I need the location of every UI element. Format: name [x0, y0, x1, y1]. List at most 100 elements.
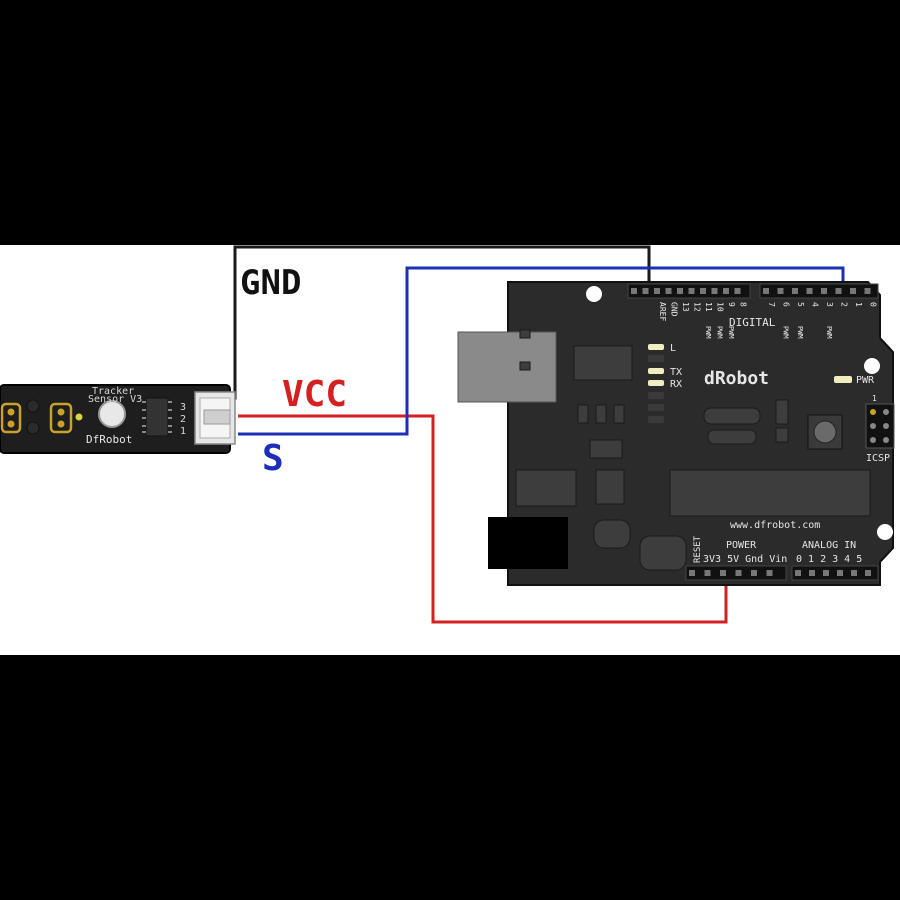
reset-label: RESET: [693, 535, 703, 563]
icsp-header: [865, 403, 895, 449]
led-l: [648, 344, 664, 350]
board-leds: L TX RX PWR: [648, 343, 875, 390]
header-pin: [734, 288, 741, 294]
header-pin: [823, 570, 829, 576]
top-header-pins: [631, 288, 871, 294]
led-pwr-label: PWR: [856, 375, 875, 386]
header-pin: [837, 570, 843, 576]
header-pin: [688, 288, 695, 294]
header-pin: [795, 570, 801, 576]
sensor-chip: [142, 397, 172, 437]
header-pin: [809, 570, 815, 576]
led-rx-label: RX: [670, 379, 682, 390]
vcc-label: VCC: [282, 374, 347, 415]
pin-label: 9: [727, 302, 736, 307]
header-pin: [777, 288, 784, 294]
pin-label: 7: [767, 302, 776, 307]
bottom-header-pins: [689, 570, 871, 576]
board-brand: dRobot: [704, 368, 769, 389]
header-pin: [723, 288, 729, 294]
led-rx: [648, 380, 664, 386]
indicator-led: [75, 413, 83, 421]
power-label: POWER: [726, 540, 757, 551]
pin-label: 6: [782, 302, 791, 307]
header-pin: [720, 570, 726, 576]
dc-jack: [488, 517, 568, 569]
reset-button[interactable]: [807, 414, 843, 450]
header-pin: [751, 570, 757, 576]
header-pin: [704, 570, 711, 576]
sensor-pad-right: [49, 402, 73, 434]
board-components: [515, 329, 871, 571]
header-pin: [700, 288, 706, 294]
header-pin: [711, 288, 718, 294]
led-tx-label: TX: [670, 367, 682, 378]
header-pin: [766, 570, 773, 576]
pin-label: GND: [670, 302, 679, 317]
header-pin: [654, 288, 660, 294]
analog-label: ANALOG IN: [802, 540, 856, 551]
header-pin: [689, 570, 695, 576]
led-tx: [648, 368, 664, 374]
led-pwr: [834, 376, 852, 383]
pwm-label: PWM: [782, 326, 790, 339]
pin-label: 4: [811, 302, 820, 307]
pwm-label: PWM: [825, 326, 833, 339]
header-pin: [642, 288, 649, 294]
header-pin: [835, 288, 842, 294]
pwm-label: PWM: [716, 326, 724, 339]
header-pin: [631, 288, 637, 294]
header-pin: [864, 288, 871, 294]
pin-label: 11: [704, 302, 713, 312]
power-pins: 3V3 5V Gnd Vin: [703, 554, 787, 565]
header-pin: [865, 570, 871, 576]
pin-label: AREF: [658, 302, 667, 321]
pin-label: 8: [739, 302, 748, 307]
tracker-sensor: Tracker Sensor V3 DfRobot 3 2 1: [0, 384, 236, 454]
icsp-pin1-label: 1: [872, 394, 877, 403]
mount-hole: [586, 286, 602, 302]
sensor-pin-1: 1: [180, 426, 186, 437]
mount-hole: [877, 524, 893, 540]
pwm-label: PWM: [727, 326, 735, 339]
board-website: www.dfrobot.com: [730, 520, 820, 531]
usb-port: [457, 331, 557, 403]
vcc-wire: [238, 414, 728, 624]
digital-label: DIGITAL: [729, 316, 776, 329]
atmega-chip: [669, 469, 871, 517]
header-pin: [665, 288, 672, 294]
sensor-title-1: Tracker: [92, 386, 134, 397]
pin-label: 13: [681, 302, 690, 312]
mount-hole: [864, 358, 880, 374]
header-pin: [792, 288, 798, 294]
pwm-label: PWM: [796, 326, 804, 339]
sensor-title-2: Sensor V3: [88, 394, 142, 405]
sensor-connector: [194, 391, 236, 445]
pwm-label: PWM: [704, 326, 712, 339]
gnd-label: GND: [240, 263, 301, 303]
pin-label: 0: [869, 302, 878, 307]
pin-label: 2: [840, 302, 849, 307]
header-pin: [821, 288, 827, 294]
analog-header: [791, 565, 879, 581]
digital-header-right: [759, 283, 879, 299]
sensor-pad-left: [0, 402, 22, 434]
header-pin: [677, 288, 683, 294]
pin-label: 1: [854, 302, 863, 307]
sensor-pin-3: 3: [180, 402, 186, 413]
pin-label: 3: [825, 302, 834, 307]
header-pin: [850, 288, 856, 294]
pin-label: 12: [693, 302, 702, 312]
signal-label: S: [262, 438, 284, 479]
smd-column: [648, 355, 664, 423]
signal-wire: [238, 266, 845, 436]
header-pin: [851, 570, 857, 576]
header-pin: [763, 288, 769, 294]
sensor-pin-2: 2: [180, 414, 186, 425]
sensor-brand: DfRobot: [86, 433, 132, 446]
ir-emitter: [98, 400, 126, 428]
